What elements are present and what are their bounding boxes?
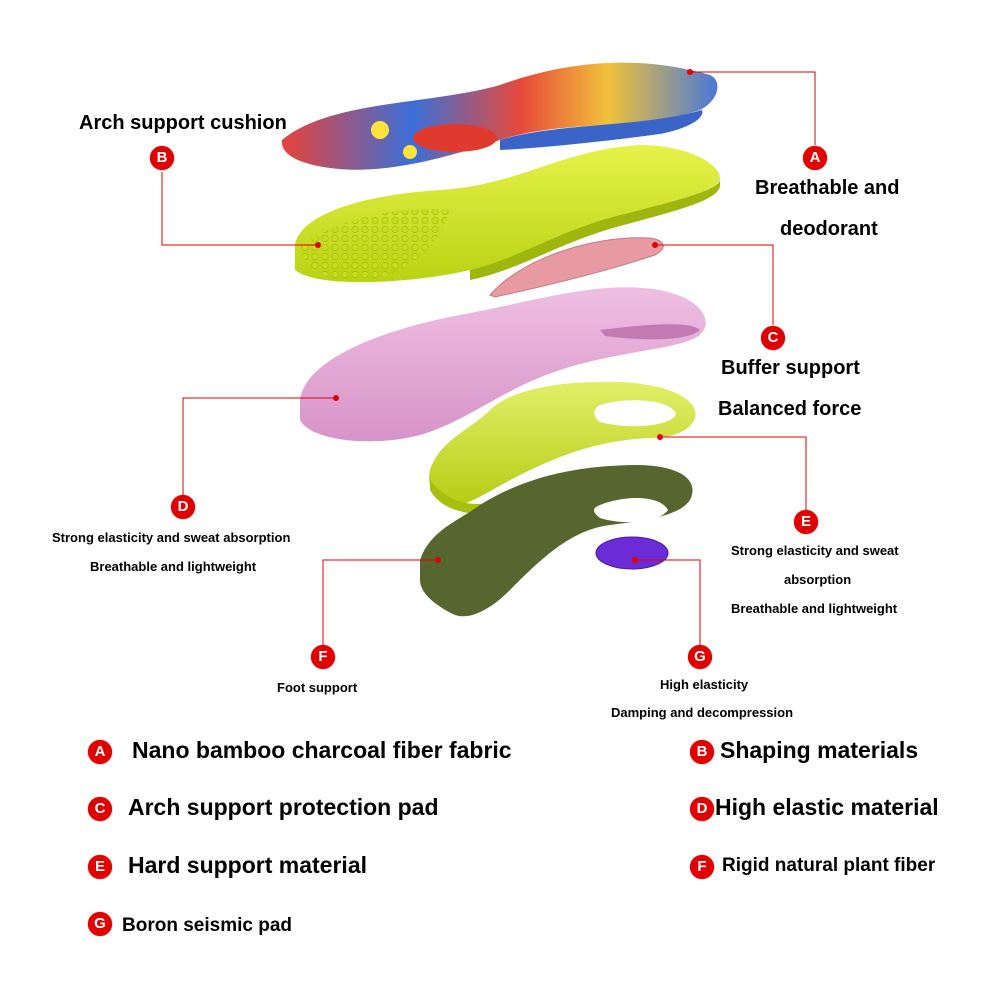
callout-d-line2: Breathable and lightweight: [90, 559, 257, 574]
callout-a-badge: A: [803, 146, 827, 170]
leader-lines: [161, 71, 816, 645]
callout-e-badge: E: [794, 510, 818, 534]
callout-e-line2: absorption: [784, 572, 852, 587]
legend-d-badge: D: [690, 797, 714, 821]
legend-d-text: High elastic material: [715, 794, 939, 820]
callout-c-badge: C: [761, 326, 785, 350]
callout-c-line2: Balanced force: [718, 398, 862, 420]
legend-b-badge: B: [690, 740, 714, 764]
layer-a-fabric: [281, 62, 718, 170]
callout-f-badge: F: [311, 645, 335, 669]
callout-b-label: Arch support cushion: [79, 112, 287, 134]
legend-e-text: Hard support material: [128, 852, 367, 878]
callout-e-line3: Breathable and lightweight: [731, 601, 898, 616]
legend-e-badge: E: [88, 855, 112, 879]
callout-a-line1: Breathable and: [755, 177, 900, 199]
callout-g-badge: G: [688, 645, 712, 669]
callout-g-line2: Damping and decompression: [611, 705, 794, 720]
legend-a-badge: A: [88, 740, 112, 764]
layer-f-plant-fiber: [420, 465, 693, 617]
callout-e-line1: Strong elasticity and sweat: [731, 543, 899, 558]
legend-f-badge: F: [690, 855, 714, 879]
callout-f-line1: Foot support: [277, 680, 358, 695]
layer-b-shaping: [295, 145, 720, 283]
legend-f-text: Rigid natural plant fiber: [722, 855, 936, 876]
legend-b-text: Shaping materials: [720, 737, 919, 763]
legend-a-text: Nano bamboo charcoal fiber fabric: [132, 737, 512, 763]
leader-dots: [315, 69, 693, 563]
callout-d-line1: Strong elasticity and sweat absorption: [52, 530, 291, 545]
layer-g-boron-pad: [595, 536, 669, 570]
callout-c-line1: Buffer support: [721, 357, 860, 379]
callout-d-badge: D: [171, 495, 195, 519]
legend-c-text: Arch support protection pad: [128, 794, 439, 820]
legend-c-badge: C: [88, 797, 112, 821]
layer-d-elastic: [300, 287, 706, 442]
callout-g-line1: High elasticity: [660, 677, 749, 692]
callout-a-line2: deodorant: [780, 218, 878, 240]
legend-g-badge: G: [88, 912, 112, 936]
callout-b-badge: B: [150, 146, 174, 170]
legend-g-text: Boron seismic pad: [122, 915, 292, 936]
